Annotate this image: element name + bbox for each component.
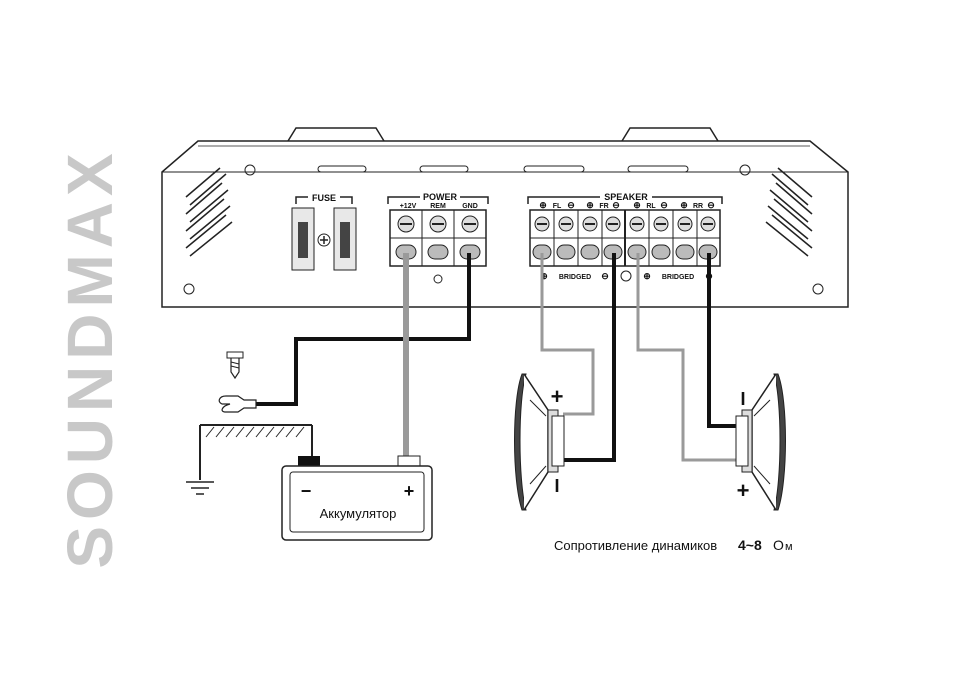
bridged-rear-label: BRIDGED bbox=[662, 274, 694, 281]
svg-text:⊕: ⊕ bbox=[633, 200, 641, 210]
left-speaker: + I bbox=[515, 374, 565, 510]
right-speaker-minus: I bbox=[740, 389, 745, 409]
power-terminal-gnd-label: GND bbox=[462, 203, 478, 210]
svg-text:⊖: ⊖ bbox=[707, 200, 715, 210]
battery: − + Аккумулятор bbox=[282, 456, 432, 540]
impedance-unit-first: O bbox=[773, 537, 784, 553]
svg-text:⊖: ⊖ bbox=[660, 200, 668, 210]
battery-minus-sign: − bbox=[301, 481, 312, 501]
svg-text:⊕: ⊕ bbox=[586, 200, 594, 210]
channel-rr-label: RR bbox=[693, 203, 703, 210]
svg-text:⊖: ⊖ bbox=[612, 200, 620, 210]
power-label: POWER bbox=[423, 192, 458, 202]
left-speaker-minus: I bbox=[554, 476, 559, 496]
power-terminal-rem-label: REM bbox=[430, 203, 446, 210]
speaker-label: SPEAKER bbox=[604, 192, 648, 202]
svg-text:⊕: ⊕ bbox=[643, 271, 651, 281]
left-speaker-plus: + bbox=[551, 384, 564, 409]
brand-logo: SOUNDMAX bbox=[54, 147, 126, 568]
impedance-value: 4~8 bbox=[738, 537, 762, 553]
impedance-label: Сопротивление динамиков bbox=[554, 538, 717, 553]
channel-fl-label: FL bbox=[553, 203, 562, 210]
impedance-unit-rest: м bbox=[785, 541, 793, 553]
power-terminal-12v-label: +12V bbox=[400, 203, 417, 210]
right-speaker: I + bbox=[736, 374, 786, 510]
bridged-front-label: BRIDGED bbox=[559, 274, 591, 281]
battery-plus-sign: + bbox=[404, 481, 415, 501]
channel-rl-label: RL bbox=[646, 203, 656, 210]
impedance-caption: Сопротивление динамиков 4~8 O м bbox=[554, 537, 793, 553]
right-speaker-plus: + bbox=[737, 478, 750, 503]
svg-text:⊕: ⊕ bbox=[539, 200, 547, 210]
fuse-label: FUSE bbox=[312, 193, 336, 203]
svg-text:⊕: ⊕ bbox=[680, 200, 688, 210]
svg-text:⊖: ⊖ bbox=[601, 271, 609, 281]
battery-label: Аккумулятор bbox=[320, 506, 397, 521]
amplifier-body bbox=[162, 128, 848, 307]
channel-fr-label: FR bbox=[599, 203, 608, 210]
svg-text:⊖: ⊖ bbox=[567, 200, 575, 210]
